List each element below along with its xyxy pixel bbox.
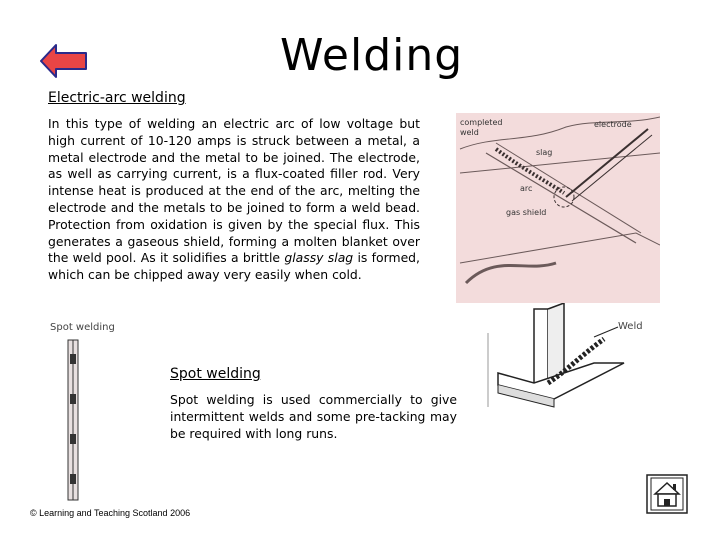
weld-joint-diagram: Weld bbox=[487, 303, 643, 408]
label-completed: completed bbox=[460, 118, 502, 127]
back-button[interactable] bbox=[40, 42, 88, 80]
arc-welding-heading: Electric-arc welding bbox=[48, 90, 186, 106]
spot-welding-paragraph: Spot welding is used commercially to giv… bbox=[170, 392, 457, 441]
label-gas-shield: gas shield bbox=[506, 208, 546, 217]
arc-text-part1: In this type of welding an electric arc … bbox=[48, 116, 420, 266]
arc-welding-paragraph: In this type of welding an electric arc … bbox=[48, 116, 420, 284]
home-button[interactable] bbox=[646, 474, 688, 514]
spot-welding-diagram: Spot welding bbox=[50, 322, 115, 501]
copyright-text: © Learning and Teaching Scotland 2006 bbox=[30, 508, 191, 518]
label-slag: slag bbox=[536, 148, 552, 157]
arc-text-part2: is formed, which can be chipped away ver… bbox=[48, 250, 420, 283]
arc-text-italic: glassy slag bbox=[284, 250, 354, 266]
home-icon bbox=[646, 474, 688, 514]
left-arrow-icon bbox=[40, 44, 87, 78]
page-title: Welding bbox=[280, 30, 464, 81]
label-weld-fig: Weld bbox=[618, 321, 643, 332]
arc-welding-diagram: completed weld electrode slag arc gas sh… bbox=[456, 113, 660, 303]
spot-welding-heading: Spot welding bbox=[170, 366, 261, 382]
label-electrode: electrode bbox=[594, 120, 632, 129]
label-spot-welding: Spot welding bbox=[50, 322, 115, 333]
label-weld: weld bbox=[460, 128, 479, 137]
label-arc: arc bbox=[520, 184, 532, 193]
